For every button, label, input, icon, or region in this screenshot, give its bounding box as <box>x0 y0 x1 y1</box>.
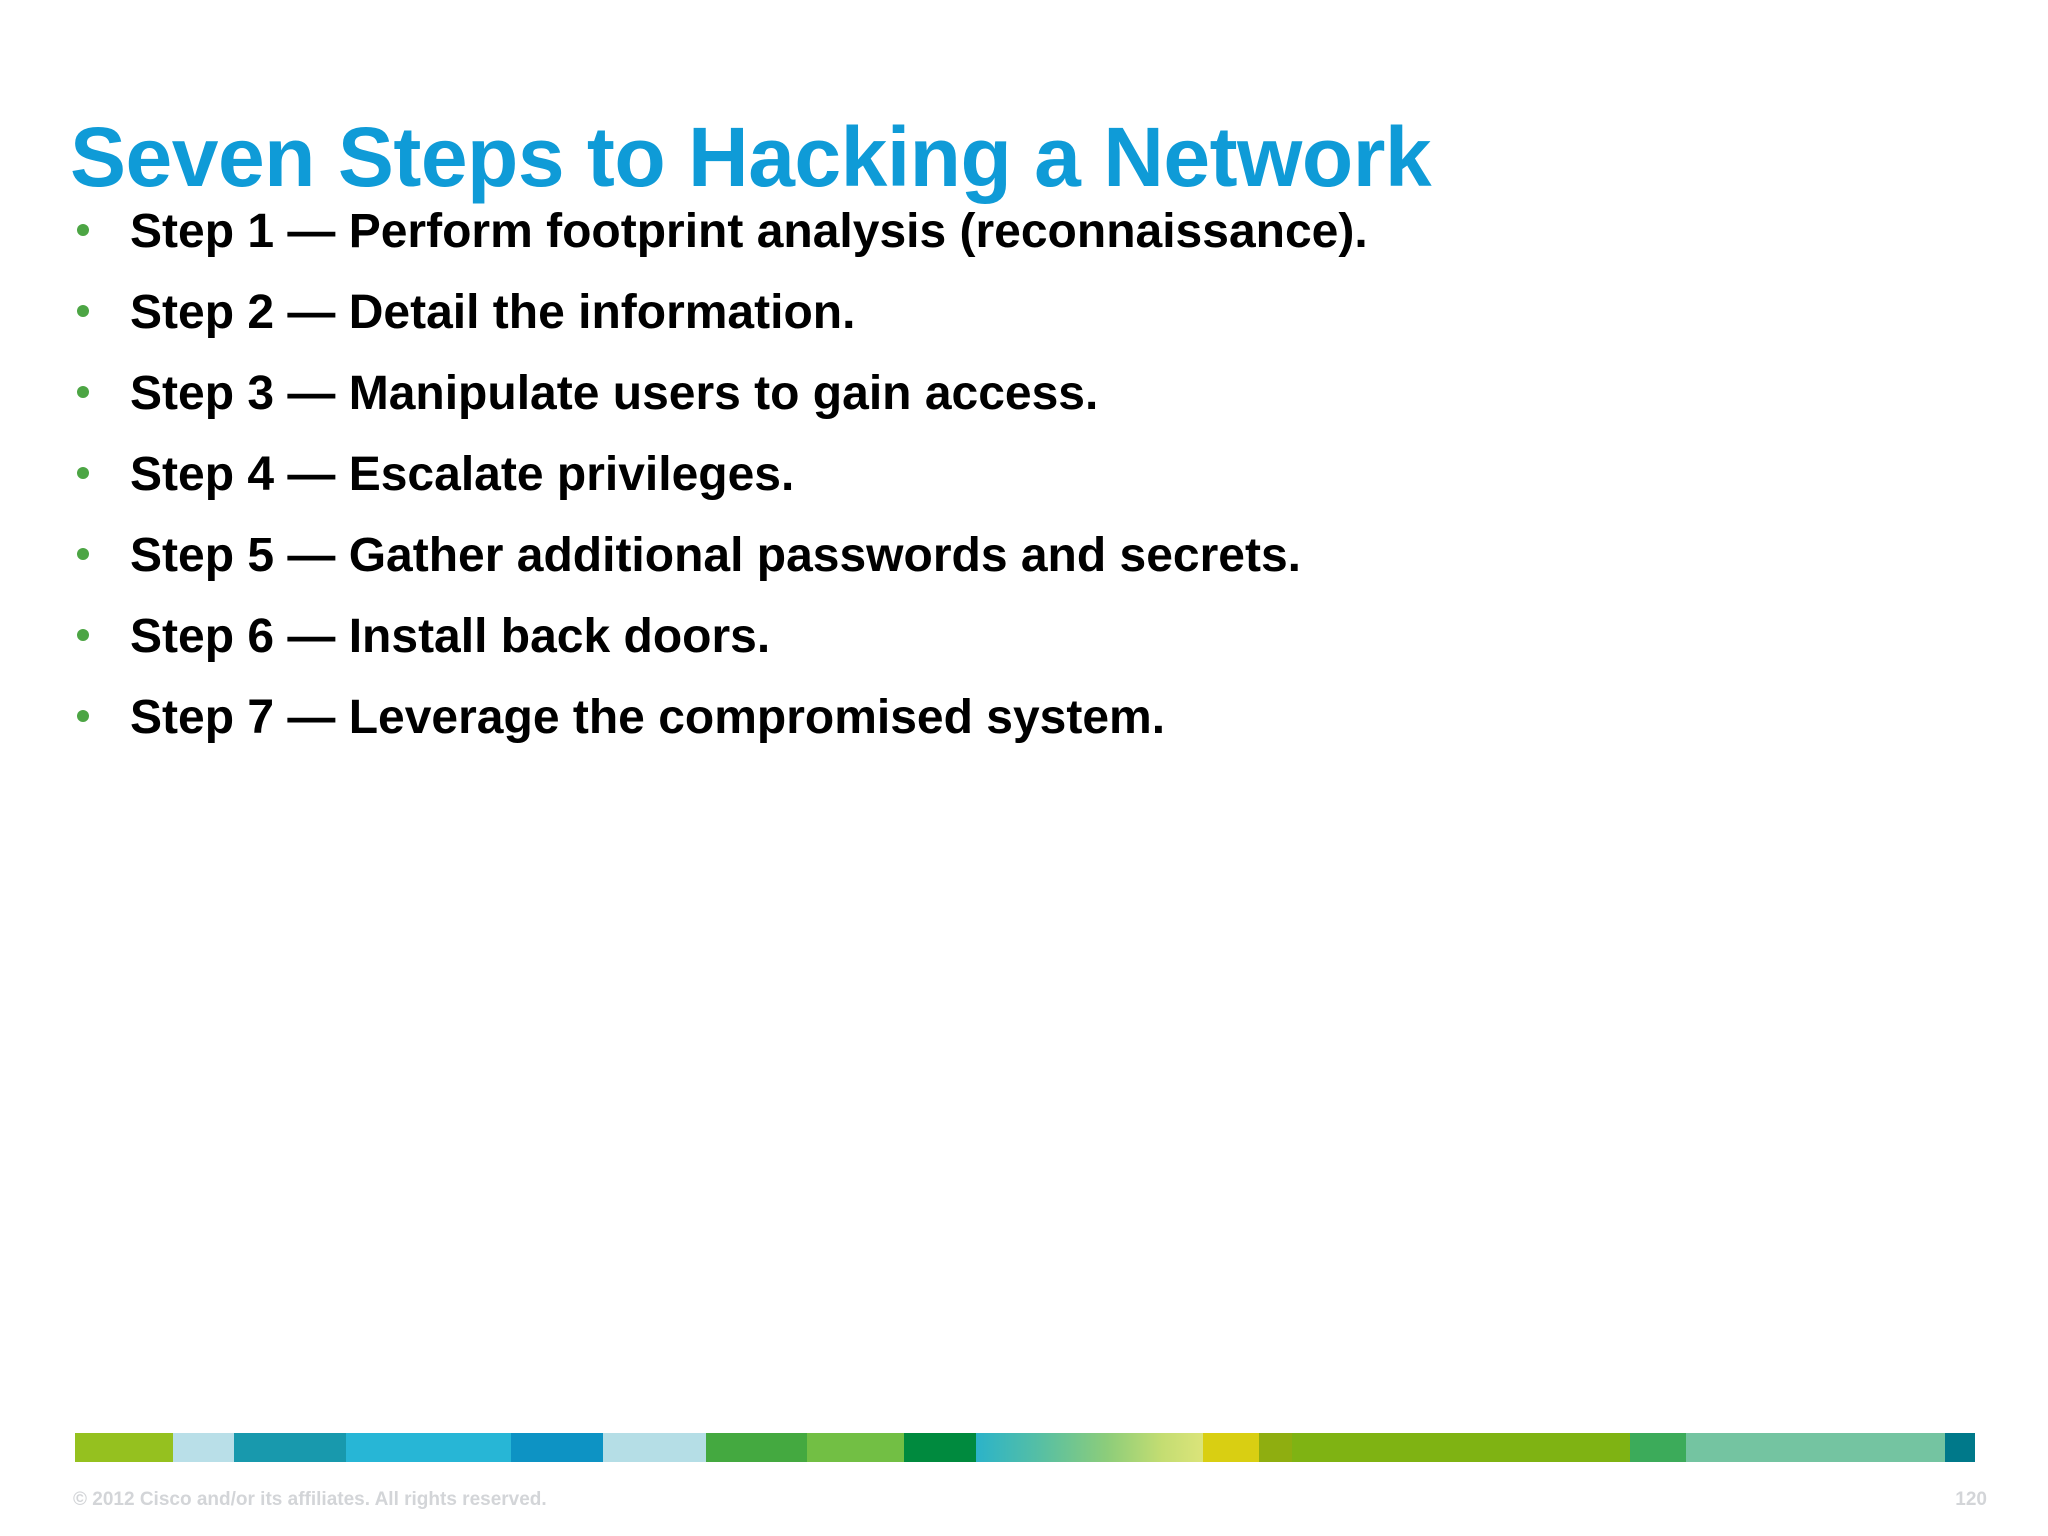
page-number: 120 <box>1955 1489 1987 1510</box>
bullet-dot-icon <box>77 710 89 722</box>
color-bar-segment-sea-green <box>1686 1433 1946 1462</box>
bullet-dot-icon <box>77 305 89 317</box>
bullet-dot-icon <box>77 224 89 236</box>
color-bar-segment-deep-cyan <box>511 1433 604 1462</box>
list-item-label: Step 7 — Leverage the compromised system… <box>130 691 1166 744</box>
list-item: Step 4 — Escalate privileges. <box>60 441 2000 522</box>
list-item: Step 2 — Detail the information. <box>60 279 2000 360</box>
color-bar-segment-yellow <box>1202 1433 1259 1462</box>
list-item-label: Step 6 — Install back doors. <box>130 610 771 663</box>
list-item: Step 7 — Leverage the compromised system… <box>60 684 2000 765</box>
color-bar-segment-cyan <box>346 1433 512 1462</box>
bullet-dot-icon <box>77 629 89 641</box>
color-bar-segment-light-cyan <box>603 1433 706 1462</box>
color-bar-segment-teal-to-lime-gradient <box>975 1433 1203 1462</box>
color-bar-segment-pale-cyan <box>172 1433 235 1462</box>
list-item-label: Step 3 — Manipulate users to gain access… <box>130 367 1099 420</box>
list-item-label: Step 1 — Perform footprint analysis (rec… <box>130 205 1368 258</box>
color-bar-segment-medium-green <box>1630 1433 1687 1462</box>
color-bar-segment-dark-green <box>903 1433 976 1462</box>
color-bar-segment-olive <box>1258 1433 1292 1462</box>
bullet-dot-icon <box>77 467 89 479</box>
list-item: Step 6 — Install back doors. <box>60 603 2000 684</box>
copyright-text: © 2012 Cisco and/or its affiliates. All … <box>73 1489 547 1510</box>
bullet-dot-icon <box>77 548 89 560</box>
list-item-label: Step 2 — Detail the information. <box>130 286 856 339</box>
color-bar-segment-green <box>705 1433 808 1462</box>
color-bar-segment-lime <box>1291 1433 1631 1462</box>
color-bar-segment-dark-teal <box>1945 1433 1975 1462</box>
list-item: Step 5 — Gather additional passwords and… <box>60 522 2000 603</box>
bullet-list: Step 1 — Perform footprint analysis (rec… <box>60 198 2000 765</box>
list-item: Step 3 — Manipulate users to gain access… <box>60 360 2000 441</box>
list-item: Step 1 — Perform footprint analysis (rec… <box>60 198 2000 279</box>
footer-color-bar <box>75 1433 1975 1462</box>
color-bar-segment-yellow-green <box>75 1433 173 1462</box>
color-bar-segment-light-green <box>807 1433 904 1462</box>
color-bar-segment-teal <box>234 1433 346 1462</box>
page-title: Seven Steps to Hacking a Network <box>70 110 1432 205</box>
list-item-label: Step 4 — Escalate privileges. <box>130 448 795 501</box>
bullet-dot-icon <box>77 386 89 398</box>
list-item-label: Step 5 — Gather additional passwords and… <box>130 529 1302 582</box>
